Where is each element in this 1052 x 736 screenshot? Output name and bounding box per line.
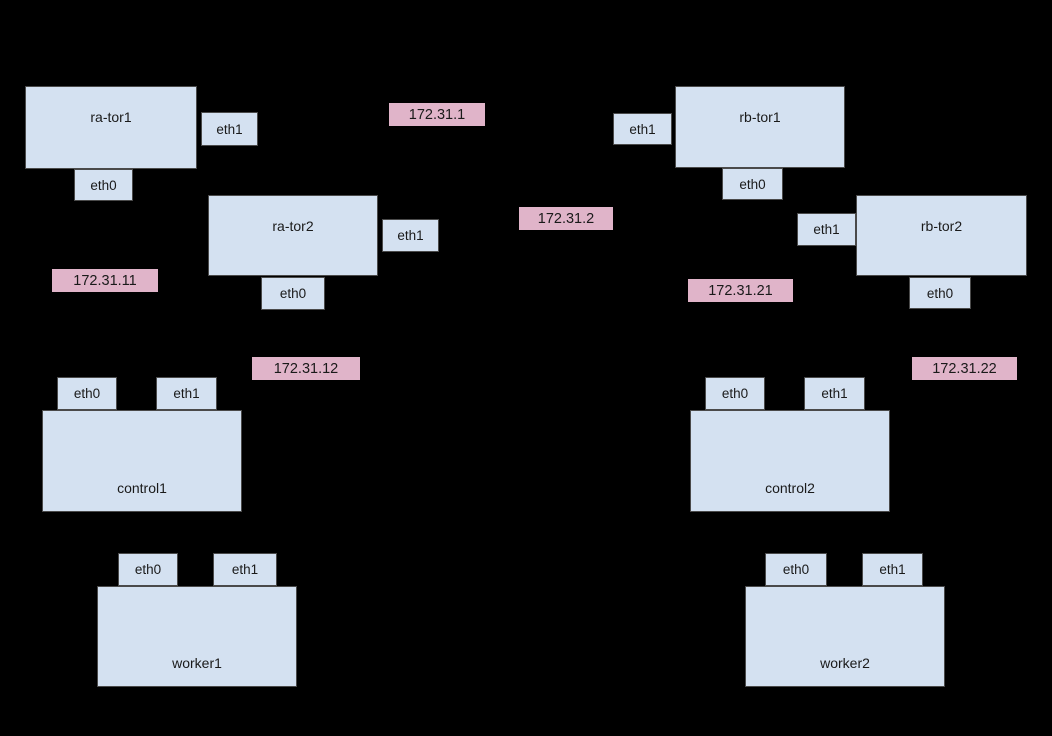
node-worker1[interactable]: worker1	[97, 586, 297, 687]
interface-worker2-eth1[interactable]: eth1	[862, 553, 923, 586]
node-label-control1: control1	[117, 480, 167, 497]
ip-label-172-31-12: 172.31.12	[252, 357, 360, 380]
interface-ra-tor1-eth0[interactable]: eth0	[74, 169, 133, 201]
interface-ra-tor2-eth0[interactable]: eth0	[261, 277, 325, 310]
ip-label-172-31-1: 172.31.1	[389, 103, 485, 126]
node-label-ra-tor1: ra-tor1	[90, 109, 132, 125]
node-control2[interactable]: control2	[690, 410, 890, 512]
interface-worker1-eth1[interactable]: eth1	[213, 553, 277, 586]
ip-label-172-31-21: 172.31.21	[688, 279, 793, 302]
interface-rb-tor1-eth1[interactable]: eth1	[613, 113, 672, 145]
node-label-control2: control2	[765, 480, 815, 497]
node-rb-tor1[interactable]: rb-tor1	[675, 86, 845, 168]
interface-control1-eth1[interactable]: eth1	[156, 377, 217, 410]
ip-label-172-31-22: 172.31.22	[912, 357, 1017, 380]
node-ra-tor2[interactable]: ra-tor2	[208, 195, 378, 276]
node-label-rb-tor1: rb-tor1	[739, 109, 781, 125]
node-worker2[interactable]: worker2	[745, 586, 945, 687]
node-label-ra-tor2: ra-tor2	[272, 218, 314, 234]
node-label-rb-tor2: rb-tor2	[920, 218, 963, 234]
node-control1[interactable]: control1	[42, 410, 242, 512]
node-rb-tor2[interactable]: rb-tor2	[856, 195, 1027, 276]
node-ra-tor1[interactable]: ra-tor1	[25, 86, 197, 169]
interface-control2-eth1[interactable]: eth1	[804, 377, 865, 410]
interface-rb-tor2-eth0[interactable]: eth0	[909, 277, 971, 309]
interface-rb-tor1-eth0[interactable]: eth0	[722, 168, 783, 200]
node-label-worker2: worker2	[820, 655, 870, 672]
ip-label-172-31-2: 172.31.2	[519, 207, 613, 230]
ip-label-172-31-11: 172.31.11	[52, 269, 158, 292]
interface-ra-tor2-eth1[interactable]: eth1	[382, 219, 439, 252]
interface-worker1-eth0[interactable]: eth0	[118, 553, 178, 586]
interface-rb-tor2-eth1[interactable]: eth1	[797, 213, 856, 246]
node-label-worker1: worker1	[172, 655, 222, 672]
interface-control2-eth0[interactable]: eth0	[705, 377, 765, 410]
interface-ra-tor1-eth1[interactable]: eth1	[201, 112, 258, 146]
interface-worker2-eth0[interactable]: eth0	[765, 553, 827, 586]
interface-control1-eth0[interactable]: eth0	[57, 377, 117, 410]
